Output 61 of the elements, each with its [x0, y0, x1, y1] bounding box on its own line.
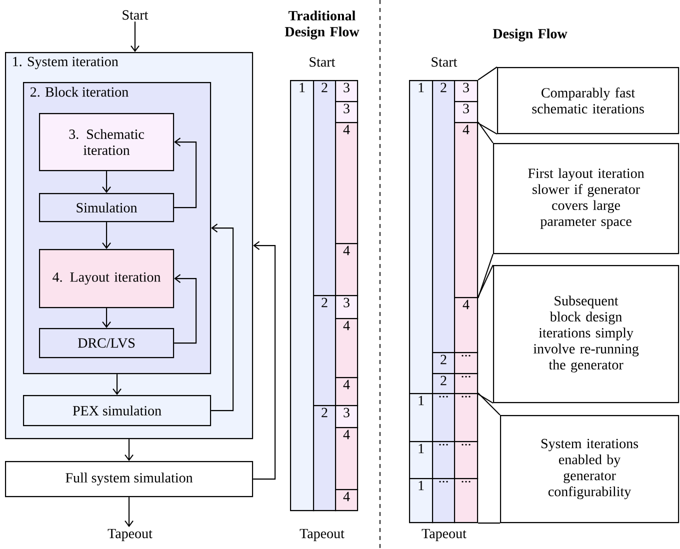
process-box: 4. Layout iteration [39, 249, 174, 308]
flow-label: Start [432, 57, 458, 67]
callout-box: Subsequent block design iterations simply involve re-running the generator [493, 265, 680, 404]
process-box: DRC/LVS [39, 328, 174, 358]
timeline-cell: 1 [409, 393, 434, 442]
leader-line [478, 392, 500, 416]
timeline-cell: 3 [335, 80, 358, 102]
timeline-cell: 2 [313, 80, 336, 296]
arrow [124, 439, 134, 461]
callout-box: Comparably fast schematic iterations [497, 67, 680, 134]
timeline-cell: 4 [335, 243, 358, 296]
timeline-cell: ... [454, 478, 478, 524]
arrow [211, 224, 234, 412]
timeline-cell: ... [454, 373, 478, 394]
arrow [124, 497, 134, 528]
arrow [253, 241, 276, 480]
leader-line [478, 122, 498, 135]
timeline-cell: 1 [409, 441, 434, 480]
timeline-cell: 3 [335, 101, 358, 124]
flow-label: Tapeout [422, 528, 466, 542]
timeline-cell: 3 [454, 101, 478, 124]
leader-line [478, 394, 494, 404]
timeline-cell: 3 [335, 295, 358, 320]
flow-label: Start [310, 57, 336, 67]
timeline-cell: 3 [454, 80, 478, 102]
timeline-cell: 3 [335, 405, 358, 428]
leader-line [478, 254, 494, 298]
process-box: 3. Schematic iteration [39, 113, 174, 172]
arrow [130, 22, 140, 52]
process-box: Simulation [39, 193, 174, 222]
arrow [102, 222, 111, 249]
arrow [112, 374, 122, 395]
leader-line [478, 522, 500, 524]
process-box: PEX simulation [23, 395, 212, 426]
column-heading: Traditional Design Flow [284, 10, 360, 40]
timeline-cell: 2 [313, 295, 336, 406]
timeline-cell: ... [432, 441, 456, 480]
timeline-cell: ... [454, 441, 478, 480]
start-label: Start [122, 10, 148, 20]
timeline-cell: 4 [335, 489, 358, 512]
callout-box: First layout iteration slower if generator covers large parameter space [493, 143, 680, 254]
timeline-cell: 4 [335, 377, 358, 406]
timeline-cell: 2 [313, 405, 336, 512]
timeline-cell: 1 [409, 478, 434, 524]
arrow [102, 308, 111, 328]
process-box: Full system simulation [5, 461, 254, 498]
arrow [174, 138, 197, 208]
timeline-cell: 2 [432, 352, 456, 374]
arrow [102, 171, 111, 193]
leader-line [478, 264, 494, 298]
arrow [174, 274, 197, 344]
end-label: Tapeout [108, 528, 152, 542]
callout-box: System iterations enabled by generator configurability [500, 415, 680, 524]
leader-line [478, 66, 498, 80]
flow-label: Tapeout [300, 528, 344, 542]
timeline-cell: ... [454, 352, 478, 374]
timeline-cell: 1 [290, 80, 314, 512]
column-heading: Design Flow [492, 28, 568, 42]
timeline-cell: 2 [432, 373, 456, 394]
leader-line [478, 122, 494, 144]
timeline-cell: ... [432, 478, 456, 524]
